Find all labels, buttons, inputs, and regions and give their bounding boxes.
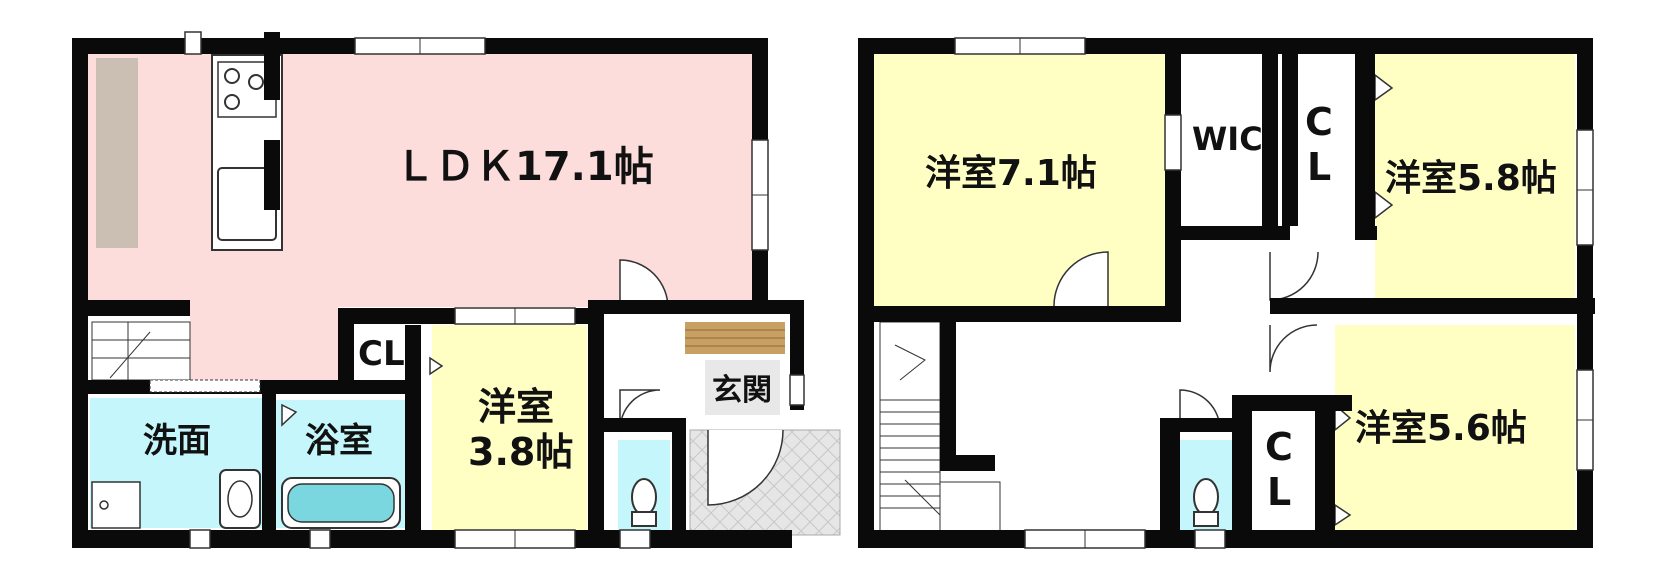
- washroom-label: 洗面: [143, 421, 211, 461]
- toilet-icon: [1193, 478, 1219, 516]
- door-swing: [1269, 251, 1319, 301]
- cl-top-label-2: L: [1307, 145, 1331, 189]
- floor-1: [72, 31, 841, 549]
- wic-label: WIC: [1192, 120, 1263, 158]
- washing-machine-space: [91, 481, 141, 529]
- entrance-label: 玄関: [712, 373, 772, 408]
- ldk-label: ＬＤＫ17.1帖: [395, 144, 654, 190]
- western-room-7-1: [870, 54, 1165, 306]
- cl-door: [429, 356, 444, 376]
- cl-label: CL: [358, 334, 405, 374]
- wash-basin: [219, 469, 261, 529]
- stove-burner: [224, 68, 240, 84]
- cl-top-label-1: C: [1305, 100, 1333, 144]
- entrance-floor: [705, 360, 780, 415]
- western-room-5-6: [1335, 325, 1575, 535]
- stove-burner: [224, 94, 240, 110]
- cl-bottom-label-1: C: [1265, 425, 1293, 469]
- ldk-area: [86, 52, 756, 307]
- windows-1f: [184, 31, 805, 549]
- cl-bottom-label-2: L: [1267, 470, 1291, 514]
- western-room-5-8: [1375, 54, 1575, 306]
- door-swing: [1269, 324, 1318, 373]
- door-swing: [1053, 251, 1109, 307]
- door-swing: [707, 429, 784, 506]
- bathroom-label: 浴室: [305, 421, 373, 461]
- bath-door: [281, 403, 298, 427]
- kitchen-counter: [96, 58, 138, 248]
- door-swing: [619, 259, 669, 309]
- stairs-1f: [91, 321, 191, 381]
- stove-burner: [248, 74, 264, 90]
- toilet-icon: [631, 478, 657, 516]
- western-room-3-8: [432, 325, 587, 535]
- ldk-area-lower: [190, 300, 338, 380]
- stairs-2f: [879, 321, 941, 533]
- room-5-6-label: 洋室5.6帖: [1355, 408, 1527, 449]
- western-label-line2: 3.8帖: [468, 430, 573, 474]
- walls-1f: [72, 32, 804, 548]
- floor-2: [858, 37, 1595, 549]
- room-7-1-label: 洋室7.1帖: [925, 153, 1097, 194]
- room-5-8-label: 洋室5.8帖: [1385, 158, 1557, 199]
- western-label-line1: 洋室: [478, 385, 554, 429]
